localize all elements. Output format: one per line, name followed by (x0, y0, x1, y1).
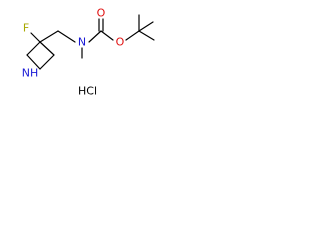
bond-ring-1 (39, 41, 55, 56)
carbonyl-o-label: O (97, 7, 106, 20)
atom-labels: F NH N O O (22, 7, 125, 80)
bond-cq-me2 (138, 30, 155, 41)
bond-ring-3 (26, 54, 41, 70)
hcl-salt-label: HCl (78, 85, 97, 98)
bond-c-ch2 (39, 30, 59, 43)
bond-ch2-n (57, 30, 76, 43)
bonds (26, 14, 155, 70)
bond-ring-4 (26, 41, 41, 56)
chemical-structure: F NH N O O HCl (22, 7, 155, 98)
azetidine-nh-label: NH (22, 67, 39, 80)
bond-o-cq (125, 30, 140, 41)
bond-cq-me3 (138, 21, 154, 32)
ester-o-label: O (116, 36, 125, 49)
bond-ring-2 (39, 54, 55, 70)
bond-n-carbonyl (88, 30, 102, 43)
bond-c-f (30, 32, 41, 43)
bond-c-ester-o (100, 30, 114, 41)
fluorine-atom-label: F (23, 22, 29, 35)
amine-n-label: N (78, 36, 86, 49)
